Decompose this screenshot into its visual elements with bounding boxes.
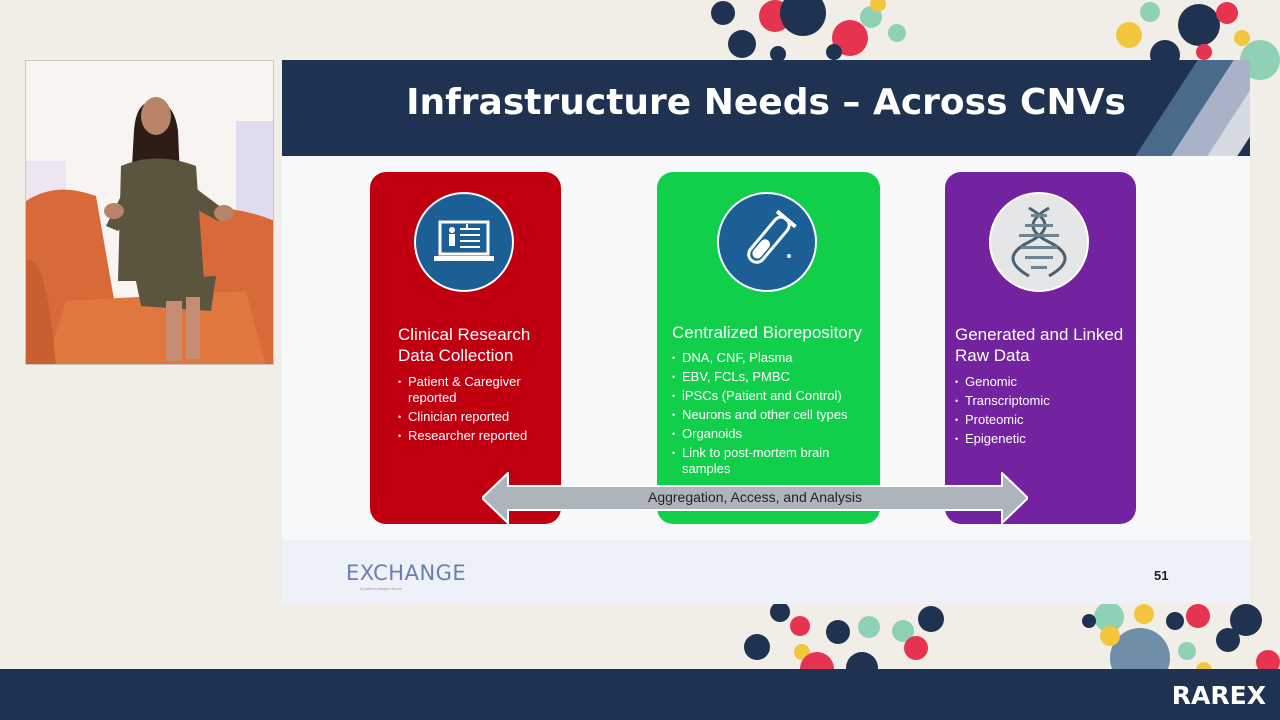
- list-item: Epigenetic: [955, 431, 1125, 447]
- test-tube-icon: [717, 192, 817, 292]
- card-bullets: Patient & Caregiver reported Clinician r…: [398, 374, 548, 447]
- list-item: Transcriptomic: [955, 393, 1125, 409]
- arrow-label: Aggregation, Access, and Analysis: [647, 489, 863, 505]
- card-heading: Clinical Research Data Collection: [398, 325, 531, 365]
- list-item: Neurons and other cell types: [672, 407, 872, 423]
- speaker-video-image: [26, 61, 273, 364]
- slide-title: Infrastructure Needs – Across CNVs: [406, 82, 1126, 123]
- card-bullets: DNA, CNF, Plasma EBV, FCLs, PMBC iPSCs (…: [672, 350, 872, 480]
- list-item: Link to post-mortem brain samples: [672, 445, 872, 477]
- slide-header: Infrastructure Needs – Across CNVs: [282, 60, 1250, 156]
- list-item: DNA, CNF, Plasma: [672, 350, 872, 366]
- slide: Infrastructure Needs – Across CNVs Clini…: [282, 60, 1250, 604]
- card-heading: Centralized Biorepository: [672, 323, 862, 342]
- list-item: Proteomic: [955, 412, 1125, 428]
- double-arrow-icon: [482, 472, 1028, 524]
- card-bullets: Genomic Transcriptomic Proteomic Epigene…: [955, 374, 1125, 450]
- medical-record-laptop-icon: [414, 192, 514, 292]
- card-clinical-research: Clinical Research Data Collection Patien…: [370, 172, 561, 524]
- speaker-video: [25, 60, 274, 365]
- card-centralized-biorepository: Centralized Biorepository DNA, CNF, Plas…: [657, 172, 880, 524]
- card-heading: Generated and Linked Raw Data: [955, 325, 1124, 365]
- exchange-logo-subtitle: A patient-initiated forum: [360, 586, 403, 591]
- list-item: Genomic: [955, 374, 1125, 390]
- dna-helix-icon: [989, 192, 1089, 292]
- slide-footer: EXCHANGE A patient-initiated forum 51: [282, 540, 1250, 604]
- exchange-logo: EXCHANGE: [346, 561, 467, 585]
- list-item: EBV, FCLs, PMBC: [672, 369, 872, 385]
- rarex-logo: RAREX: [1171, 681, 1266, 710]
- list-item: Researcher reported: [398, 428, 548, 444]
- list-item: iPSCs (Patient and Control): [672, 388, 872, 404]
- card-generated-raw-data: Generated and Linked Raw Data Genomic Tr…: [945, 172, 1136, 524]
- list-item: Patient & Caregiver reported: [398, 374, 548, 406]
- list-item: Clinician reported: [398, 409, 548, 425]
- list-item: Organoids: [672, 426, 872, 442]
- bottom-bar: RAREX: [0, 669, 1280, 720]
- page-number: 51: [1154, 568, 1169, 583]
